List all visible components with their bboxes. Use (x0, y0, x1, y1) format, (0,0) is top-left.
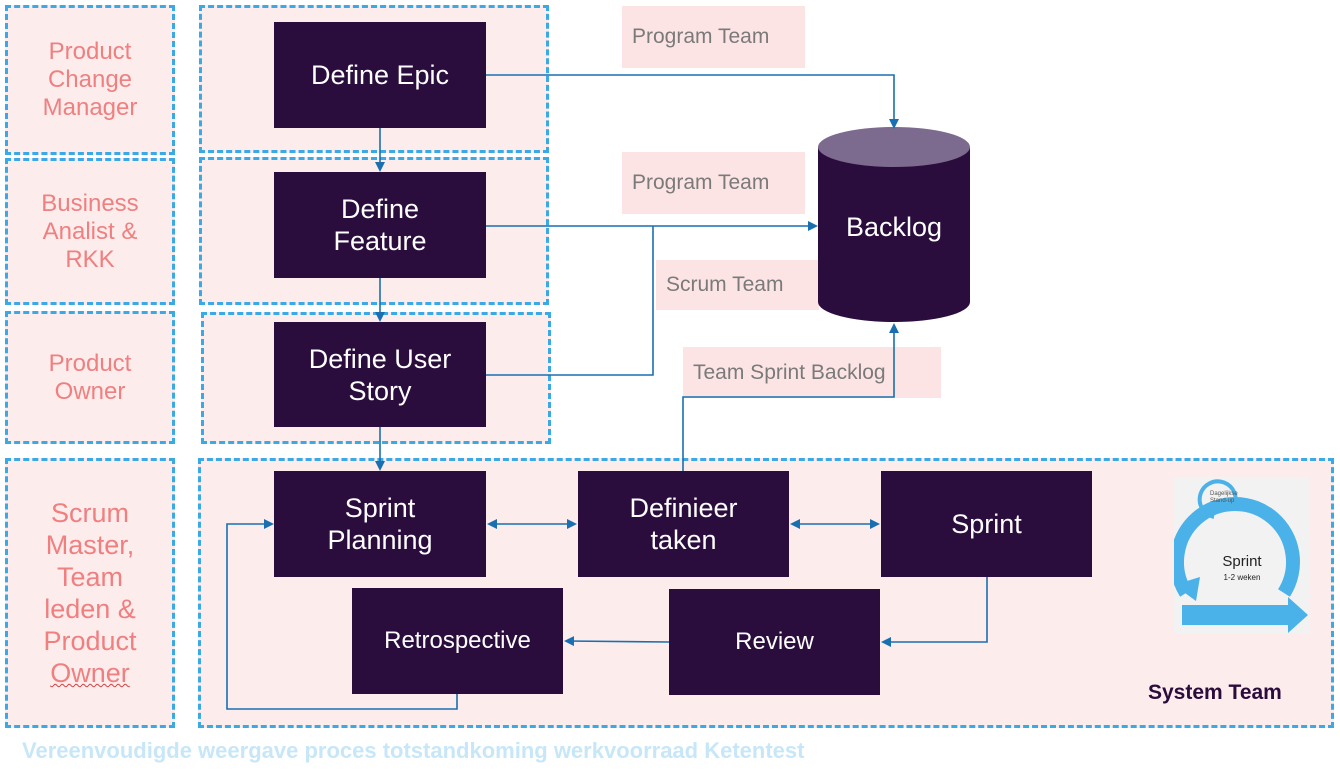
arrow-retro-to-planning (226, 519, 458, 710)
role-lane-scrum-master (5, 458, 175, 728)
system-team-label: System Team (1148, 681, 1282, 704)
sprint-icon-standup-2: Stand-up (1210, 498, 1235, 504)
arrow-sprint-to-review (881, 577, 988, 647)
note-program-team-1: Program Team (622, 6, 805, 68)
sprint-icon-title: Sprint (1222, 553, 1262, 570)
backlog-cylinder (818, 127, 970, 322)
role-lane-business-analist (5, 158, 175, 305)
box-define-epic: Define Epic (274, 22, 486, 128)
box-sprint: Sprint (881, 471, 1092, 577)
sprint-cycle-icon: Dagelijkse Stand-up Sprint 1-2 weken (1174, 477, 1310, 633)
sprint-icon-subtitle: 1-2 weken (1223, 573, 1261, 582)
role-lane-product-change-manager (5, 5, 175, 155)
arrow-userstory-to-backlog (486, 226, 654, 376)
role-lane-product-owner (5, 311, 175, 444)
diagram-caption: Vereenvoudigde weergave proces totstandk… (22, 738, 805, 763)
note-scrum-team: Scrum Team (656, 260, 819, 310)
arrow-review-to-retro (564, 636, 670, 647)
note-program-team-2: Program Team (622, 152, 805, 214)
arrow-epic-to-backlog (486, 74, 899, 129)
arrow-taken-to-backlog (682, 323, 899, 471)
note-team-sprint-backlog: Team Sprint Backlog (683, 347, 941, 398)
sprint-icon-standup-1: Dagelijkse (1210, 491, 1238, 497)
backlog-label: Backlog (845, 212, 943, 242)
box-review: Review (669, 589, 880, 695)
box-retrospective: Retrospective (352, 588, 563, 694)
